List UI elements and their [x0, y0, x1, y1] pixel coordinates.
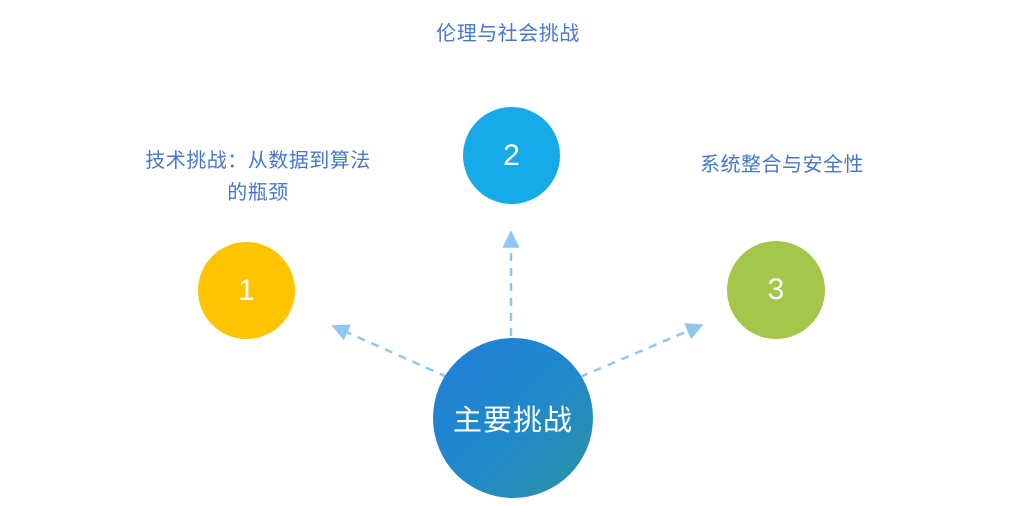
- center-circle: 主要挑战: [433, 338, 593, 498]
- node2-circle: 2: [463, 107, 560, 204]
- node1-number: 1: [238, 273, 255, 307]
- node2-number: 2: [503, 138, 520, 172]
- node3-number: 3: [767, 273, 785, 306]
- node3-label: 系统整合与安全性: [700, 154, 864, 176]
- node3-circle: 3: [727, 241, 825, 339]
- center-circle-label: 主要挑战: [452, 405, 573, 437]
- node2-label: 伦理与社会挑战: [436, 23, 580, 45]
- node1-circle: 1: [198, 242, 295, 339]
- arrow-center-to-node1: [331, 324, 448, 379]
- node1-label: 技术挑战：从数据到算法的瓶颈: [145, 150, 371, 204]
- arrow-center-to-node3: [579, 323, 704, 379]
